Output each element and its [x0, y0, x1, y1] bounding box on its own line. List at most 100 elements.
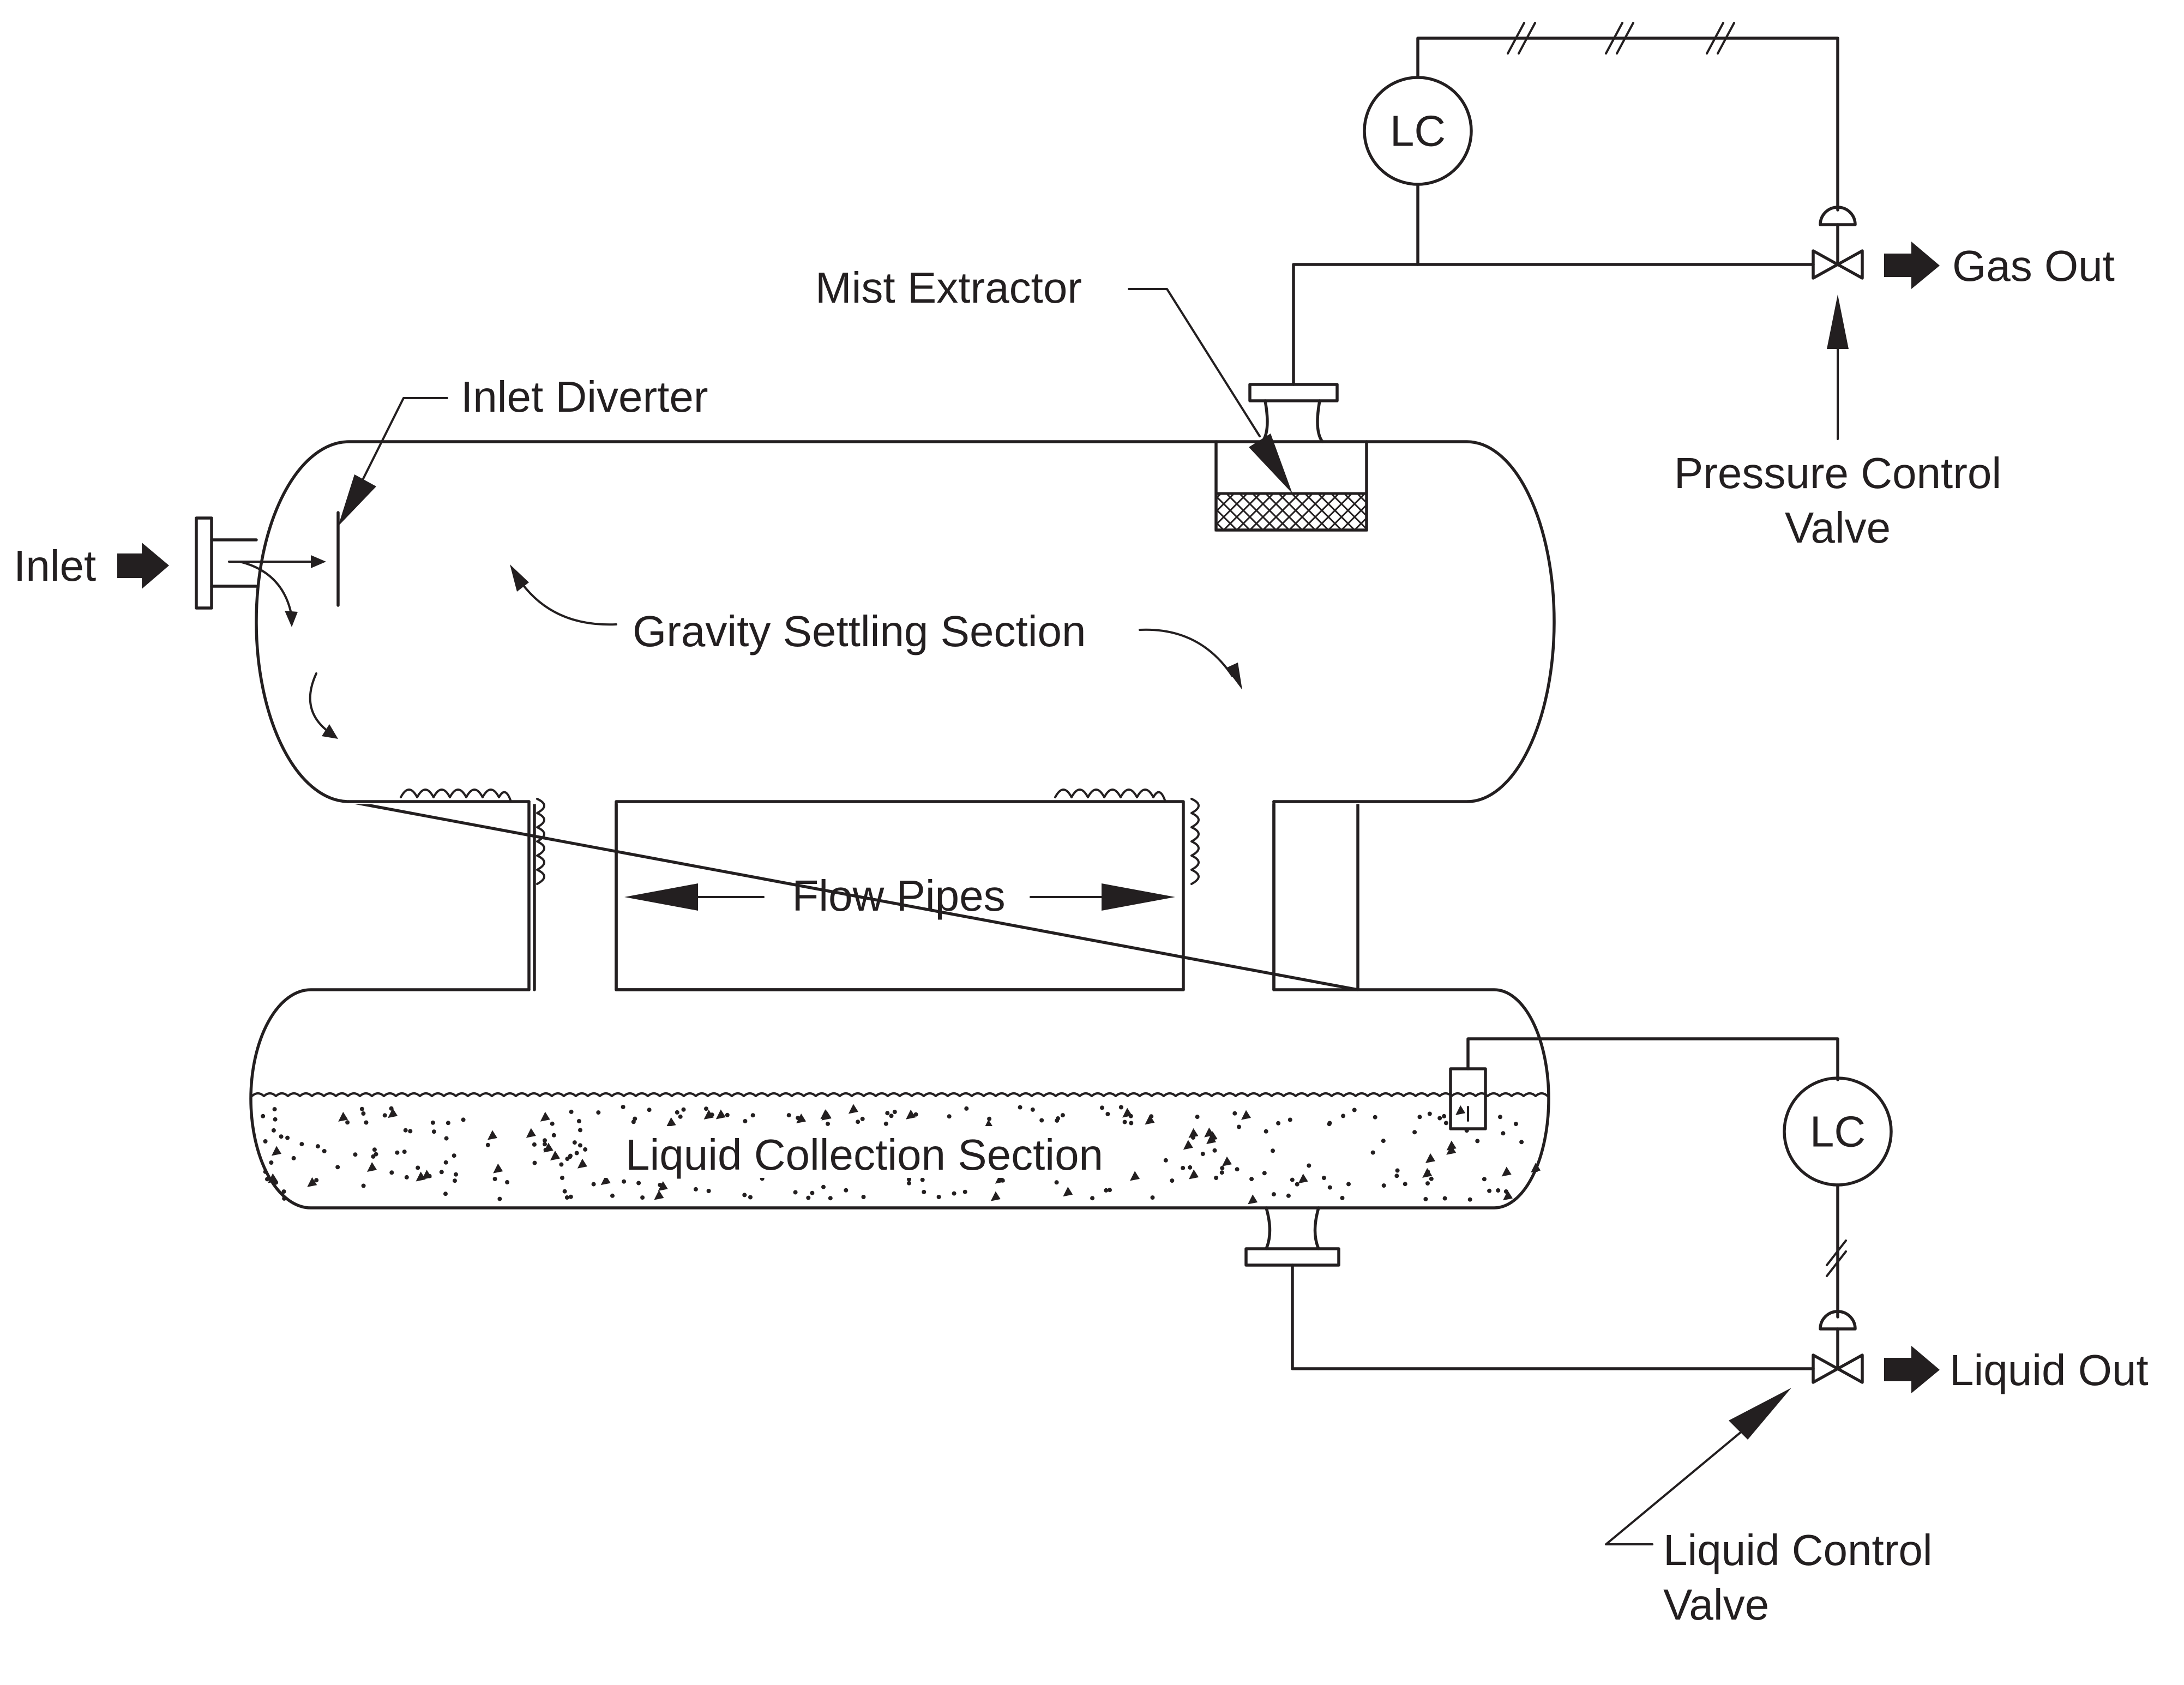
liquid-dot — [543, 1138, 547, 1143]
liquid-dot — [574, 1151, 579, 1156]
liquid-dot — [1212, 1148, 1217, 1153]
liquid-dot — [564, 1195, 569, 1200]
liquid-dot — [704, 1106, 708, 1111]
liquid-dot — [1427, 1111, 1432, 1116]
liquid-dot — [1220, 1166, 1225, 1171]
inlet-flow-arrowhead-down — [285, 611, 298, 627]
liquid-dot — [532, 1142, 537, 1147]
liquid-dot — [631, 1120, 636, 1124]
liquid-outlet-flange — [1244, 1247, 1340, 1267]
liquid-dot — [742, 1193, 747, 1197]
liquid-particle — [666, 1117, 676, 1127]
mist-extractor-pad — [1214, 492, 1368, 532]
liquid-dot — [1188, 1165, 1193, 1170]
liquid-particle — [1425, 1153, 1435, 1163]
liquid-dot — [748, 1195, 753, 1200]
liquid-dot — [1381, 1139, 1386, 1144]
liquid-dot — [856, 1120, 861, 1124]
bottom-signal-hatches — [1826, 1239, 1847, 1277]
gravity-arrow-left — [517, 577, 617, 626]
liquid-dot — [709, 1112, 714, 1117]
liquid-dot — [1237, 1124, 1241, 1129]
pcv-arrowhead — [1827, 294, 1849, 349]
liquid-particle — [550, 1151, 560, 1161]
liquid-dot — [353, 1152, 358, 1157]
liquid-dot — [568, 1153, 573, 1158]
liquid-particle — [1207, 1131, 1218, 1141]
liquid-dot — [265, 1177, 269, 1182]
liquid-dot — [883, 1121, 888, 1126]
liquid-collection-label: Liquid Collection Section — [625, 1130, 1103, 1179]
gravity-arrowhead-right — [1226, 663, 1242, 690]
liquid-dot — [964, 1106, 969, 1111]
liquid-dot — [505, 1180, 510, 1184]
liquid-particle — [990, 1191, 1001, 1201]
liquid-particle — [1455, 1105, 1466, 1115]
liquid-dot — [408, 1129, 413, 1134]
liquid-dot — [274, 1180, 279, 1185]
liquid-dot — [1030, 1107, 1035, 1112]
liquid-dot — [596, 1110, 601, 1115]
liquid-dot — [532, 1160, 537, 1165]
liquid-dot — [1340, 1195, 1345, 1200]
liquid-particle — [338, 1111, 348, 1122]
liquid-dot — [706, 1189, 711, 1193]
liquid-dot — [1054, 1180, 1059, 1185]
liquid-dot — [1287, 1117, 1292, 1122]
liquid-dot — [1295, 1182, 1299, 1187]
liquid-dot — [675, 1110, 679, 1115]
liquid-particle — [543, 1142, 553, 1153]
liquid-dot — [361, 1183, 366, 1188]
liquid-dot — [1150, 1195, 1155, 1200]
liquid-dot — [1118, 1105, 1123, 1110]
liquid-dot — [497, 1196, 502, 1201]
liquid-particle — [796, 1114, 807, 1124]
liquid-particle — [1145, 1115, 1155, 1125]
lcv-label-line2: Valve — [1663, 1580, 1769, 1629]
liquid-dot — [828, 1196, 833, 1201]
liquid-particle — [1298, 1174, 1308, 1184]
inlet-diverter-arrowhead — [338, 474, 376, 526]
liquid-dot — [416, 1165, 420, 1170]
liquid-dot — [279, 1134, 284, 1139]
liquid-dot — [1060, 1113, 1065, 1118]
liquid-dot — [453, 1178, 457, 1183]
liquid-dot — [920, 1177, 925, 1182]
liquid-dot — [647, 1108, 652, 1112]
liquid-dot — [272, 1107, 277, 1112]
liquid-line — [1291, 1263, 1815, 1370]
liquid-dot — [559, 1162, 564, 1167]
liquid-dot — [543, 1142, 547, 1147]
liquid-dot — [281, 1189, 286, 1194]
mist-extractor-label: Mist Extractor — [815, 263, 1082, 312]
liquid-dot — [1249, 1177, 1254, 1182]
liquid-dot — [621, 1105, 625, 1109]
liquid-dot — [314, 1178, 319, 1183]
liquid-dot — [560, 1176, 564, 1180]
liquid-dot — [681, 1107, 686, 1112]
inlet-label: Inlet — [14, 541, 96, 590]
liquid-dot — [1370, 1150, 1375, 1155]
liquid-dot — [395, 1150, 400, 1155]
liquid-dot — [1475, 1139, 1480, 1144]
liquid-dot — [861, 1195, 866, 1199]
liquid-dot — [826, 1121, 830, 1126]
liquid-particle — [1122, 1108, 1133, 1118]
liquid-dot — [443, 1191, 448, 1196]
liquid-dot — [907, 1177, 911, 1182]
liquid-dot — [576, 1119, 581, 1123]
foam-right-side — [1190, 798, 1200, 885]
liquid-particle — [1503, 1190, 1513, 1201]
liquid-dot — [263, 1139, 268, 1144]
liquid-dot — [322, 1149, 327, 1153]
liquid-dot — [452, 1153, 456, 1158]
liquid-dot — [1163, 1158, 1168, 1163]
liquid-particle — [1446, 1145, 1457, 1155]
mist-extractor-leader — [1128, 288, 1261, 437]
liquid-dot — [907, 1181, 911, 1185]
foam-right-top — [1054, 789, 1166, 803]
liquid-particles — [261, 1104, 1541, 1205]
liquid-dot — [743, 1119, 748, 1123]
inlet-flange — [195, 516, 213, 610]
